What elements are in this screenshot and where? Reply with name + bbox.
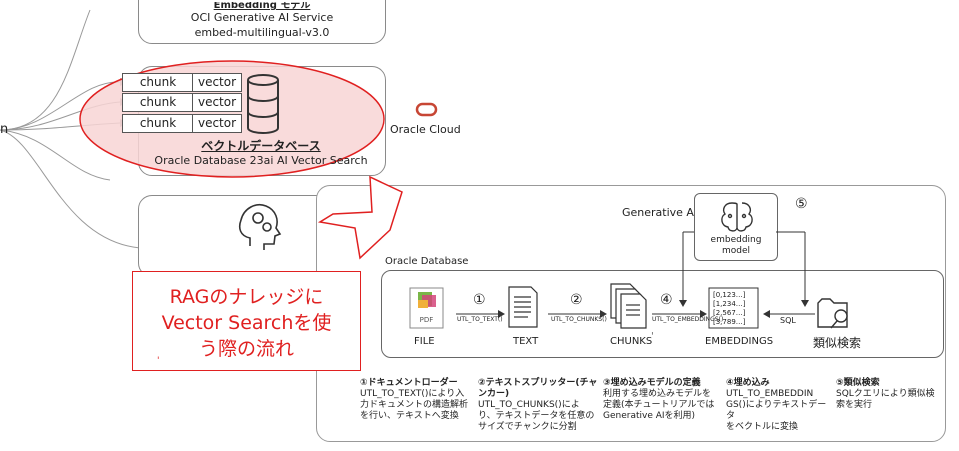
folder-search-icon <box>817 298 848 329</box>
func-utl-to-embeddings: UTL_TO_EMBEDDINGS() <box>652 316 724 323</box>
vector-db-subtitle: Oracle Database 23ai AI Vector Search <box>154 154 368 167</box>
embedding-value: [1,234…] <box>713 300 746 308</box>
pdf-badge: PDF <box>419 316 434 324</box>
callout-corner-mark: ' <box>157 356 160 366</box>
genai-label: Generative AI <box>622 206 698 219</box>
step-line: 索を実行 <box>836 400 873 410</box>
embedding-value: [3,789…] <box>713 318 746 326</box>
func-utl-to-chunks: UTL_TO_CHUNKS() <box>551 316 607 323</box>
vector-cell: vector <box>192 73 242 92</box>
step-line: Generative AIを利用) <box>603 411 696 421</box>
step-desc-1: ①ドキュメントローダー UTL_TO_TEXT()により入 力ドキュメントの構造… <box>360 378 475 422</box>
vector-cell: vector <box>192 114 242 133</box>
node-text: TEXT <box>513 336 539 347</box>
step-title: ③埋め込みモデルの定義 <box>603 378 701 388</box>
model-label-line1: embedding <box>710 235 762 245</box>
embedding-value: [0,123…] <box>713 291 746 299</box>
model-label-line2: model <box>721 246 751 256</box>
step-number-5: ⑤ <box>795 196 808 212</box>
oracle-db-label: Oracle Database <box>385 256 469 267</box>
step-line: 定義(本チュートリアルでは <box>603 400 715 410</box>
step-line: り、テキストデータを任意の <box>478 411 595 421</box>
step-number-4: ④ <box>660 292 673 308</box>
step-title: ①ドキュメントローダー <box>360 378 458 388</box>
step-line: を行い、テキストへ変換 <box>360 411 459 421</box>
pointer-arrow <box>317 175 403 260</box>
step-title: ④埋め込み <box>726 378 770 388</box>
step-title: ⑤類似検索 <box>836 378 880 388</box>
step-line: サイズでチャンクに分割 <box>478 422 577 432</box>
model-name: embed-multilingual-v3.0 <box>194 26 330 39</box>
node-embeddings: EMBEDDINGS <box>705 336 774 347</box>
step-line: GS()によりテキストデータ <box>726 400 827 421</box>
callout-line-2: Vector Searchを使 <box>161 312 332 334</box>
chunks-tick-mark: ' <box>651 331 654 342</box>
step-line: UTL_TO_EMBEDDIN <box>726 389 814 399</box>
func-sql: SQL <box>780 316 796 325</box>
callout-box: RAGのナレッジに Vector Searchを使 う際の流れ ' <box>132 271 361 371</box>
step-number-2: ② <box>570 292 583 308</box>
step-number-1: ① <box>473 292 486 308</box>
step-line: をベクトルに変換 <box>726 422 799 432</box>
embeddings-box <box>708 287 759 329</box>
embedding-value: [2,567…] <box>713 309 746 317</box>
vector-cell: vector <box>192 93 242 112</box>
database-icon <box>247 74 279 134</box>
step-line: 力ドキュメントの構造解析 <box>360 400 469 410</box>
embedding-box-partial-title: Embedding モデル <box>213 0 311 11</box>
text-document-icon <box>508 286 538 328</box>
step-title: ②テキストスプリッター(チャ <box>478 378 598 388</box>
step-desc-3: ③埋め込みモデルの定義 利用する埋め込みモデルを 定義(本チュートリアルでは G… <box>603 378 721 422</box>
node-chunks: CHUNKS <box>610 336 653 347</box>
oracle-cloud-label: Oracle Cloud <box>390 123 461 136</box>
step-line: UTL_TO_CHUNKS()によ <box>478 400 580 410</box>
node-file: FILE <box>414 336 435 347</box>
chunk-cell: chunk <box>122 93 194 112</box>
head-gears-icon <box>238 204 282 250</box>
step-desc-5: ⑤類似検索 SQLクエリにより類似検 索を実行 <box>836 378 936 411</box>
step-line: ンカー) <box>478 389 510 399</box>
embedding-service-box: Embedding モデル OCI Generative AI Service … <box>138 0 386 44</box>
callout-line-3: う際の流れ <box>198 338 294 360</box>
brain-icon <box>721 202 753 232</box>
chunk-cell: chunk <box>122 114 194 133</box>
step-line: SQLクエリにより類似検 <box>836 389 935 399</box>
oracle-logo-icon <box>415 102 438 117</box>
pdf-file-icon <box>409 287 444 329</box>
vector-db-title: ベクトルデータベース <box>201 139 321 153</box>
left-partial-letter: n <box>0 122 9 137</box>
service-name: OCI Generative AI Service <box>190 11 334 24</box>
chunk-cell: chunk <box>122 73 194 92</box>
step-desc-4: ④埋め込み UTL_TO_EMBEDDIN GS()によりテキストデータ をベク… <box>726 378 834 433</box>
step-line: 利用する埋め込みモデルを <box>603 389 712 399</box>
embedding-model-box <box>694 193 778 261</box>
node-similarity-search: 類似検索 <box>813 336 862 350</box>
step-line: UTL_TO_TEXT()により入 <box>360 389 465 399</box>
callout-line-1: RAGのナレッジに <box>169 286 324 308</box>
chunks-stack-icon <box>610 283 647 329</box>
step-desc-2: ②テキストスプリッター(チャ ンカー) UTL_TO_CHUNKS()によ り、… <box>478 378 600 433</box>
func-utl-to-text: UTL_TO_TEXT() <box>457 316 503 323</box>
